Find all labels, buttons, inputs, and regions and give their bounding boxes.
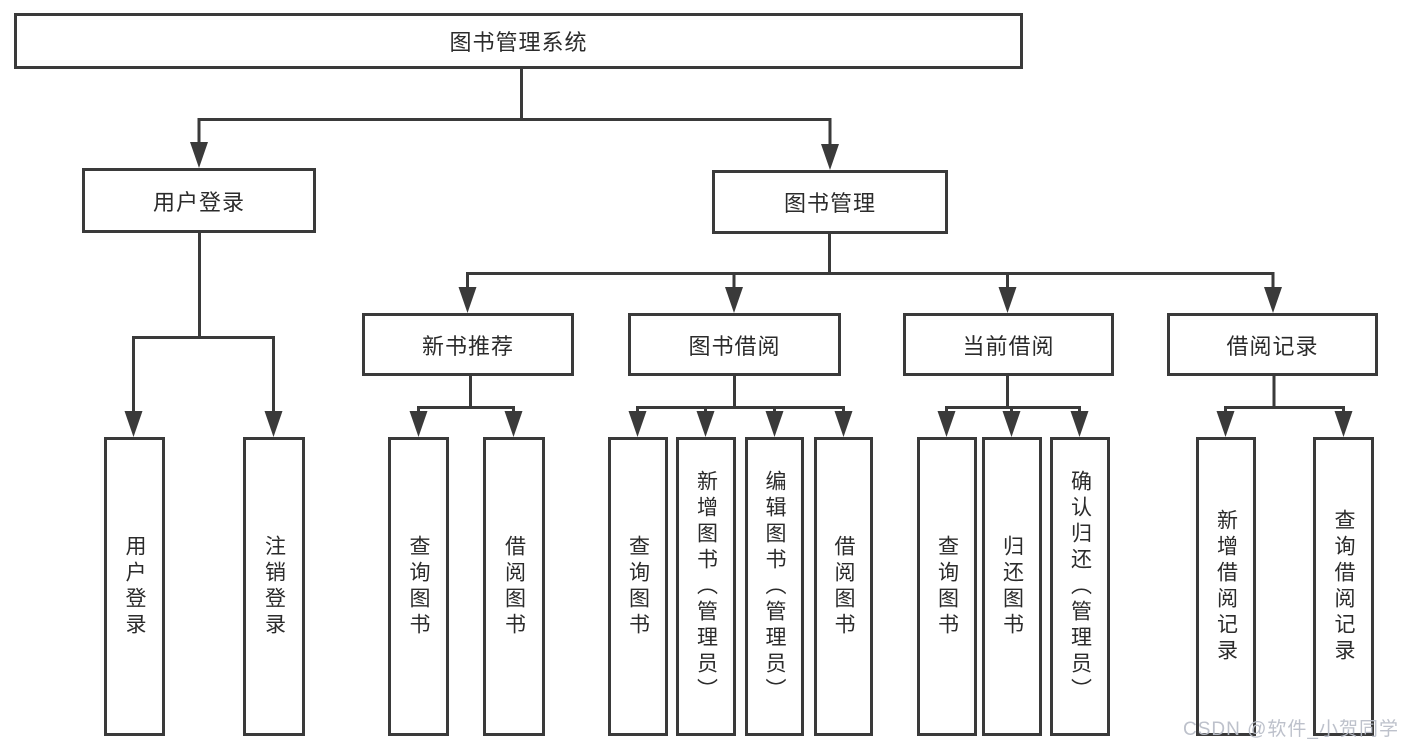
arrow-down-icon [834,411,853,437]
arrow-down-icon [1002,411,1021,437]
connector [197,118,832,150]
connector [466,272,1275,294]
csdn-watermark: CSDN @软件_小贺同学 [1183,719,1399,740]
arrow-down-icon [725,287,743,313]
leaf-confirm-return-admin: 确认归还（管理员） [1050,437,1110,736]
leaf-query-borrow-record: 查询借阅记录 [1313,437,1374,736]
connector [1224,406,1345,420]
leaf-add-borrow-record: 新增借阅记录 [1196,437,1256,736]
connector [132,336,275,418]
arrow-down-icon [1334,411,1353,437]
leaf-user-login: 用户登录 [104,437,165,736]
leaf-recommend-query-book: 查询图书 [388,437,449,736]
arrow-down-icon [409,411,428,437]
arrow-down-icon [765,411,784,437]
leaf-add-book-admin: 新增图书（管理员） [676,437,736,736]
node-library-management-system: 图书管理系统 [14,13,1023,69]
leaf-borrow-query-book: 查询图书 [608,437,668,736]
node-book-borrowing: 图书借阅 [628,313,841,376]
node-user-login: 用户登录 [82,168,316,233]
leaf-edit-book-admin: 编辑图书（管理员） [745,437,804,736]
leaf-return-book: 归还图书 [982,437,1042,736]
arrow-down-icon [1070,411,1089,437]
connector [636,406,845,420]
arrow-down-icon [124,411,143,437]
arrow-down-icon [458,287,477,313]
connector [945,406,1081,420]
arrow-down-icon [696,411,715,437]
arrow-down-icon [1216,411,1235,437]
arrow-down-icon [1264,287,1282,313]
arrow-down-icon [504,411,523,437]
leaf-logout: 注销登录 [243,437,305,736]
node-book-management: 图书管理 [712,170,948,234]
leaf-borrow-book: 借阅图书 [814,437,873,736]
leaf-current-query-book: 查询图书 [917,437,977,736]
node-new-book-recommend: 新书推荐 [362,313,574,376]
arrow-down-icon [998,287,1017,313]
connector [417,406,515,420]
arrow-down-icon [628,411,647,437]
arrow-down-icon [937,411,956,437]
node-current-borrowing: 当前借阅 [903,313,1114,376]
arrow-down-icon [264,411,283,437]
leaf-recommend-borrow-book: 借阅图书 [483,437,545,736]
arrow-down-icon [821,144,839,170]
arrow-down-icon [190,142,208,168]
node-borrowing-records: 借阅记录 [1167,313,1378,376]
